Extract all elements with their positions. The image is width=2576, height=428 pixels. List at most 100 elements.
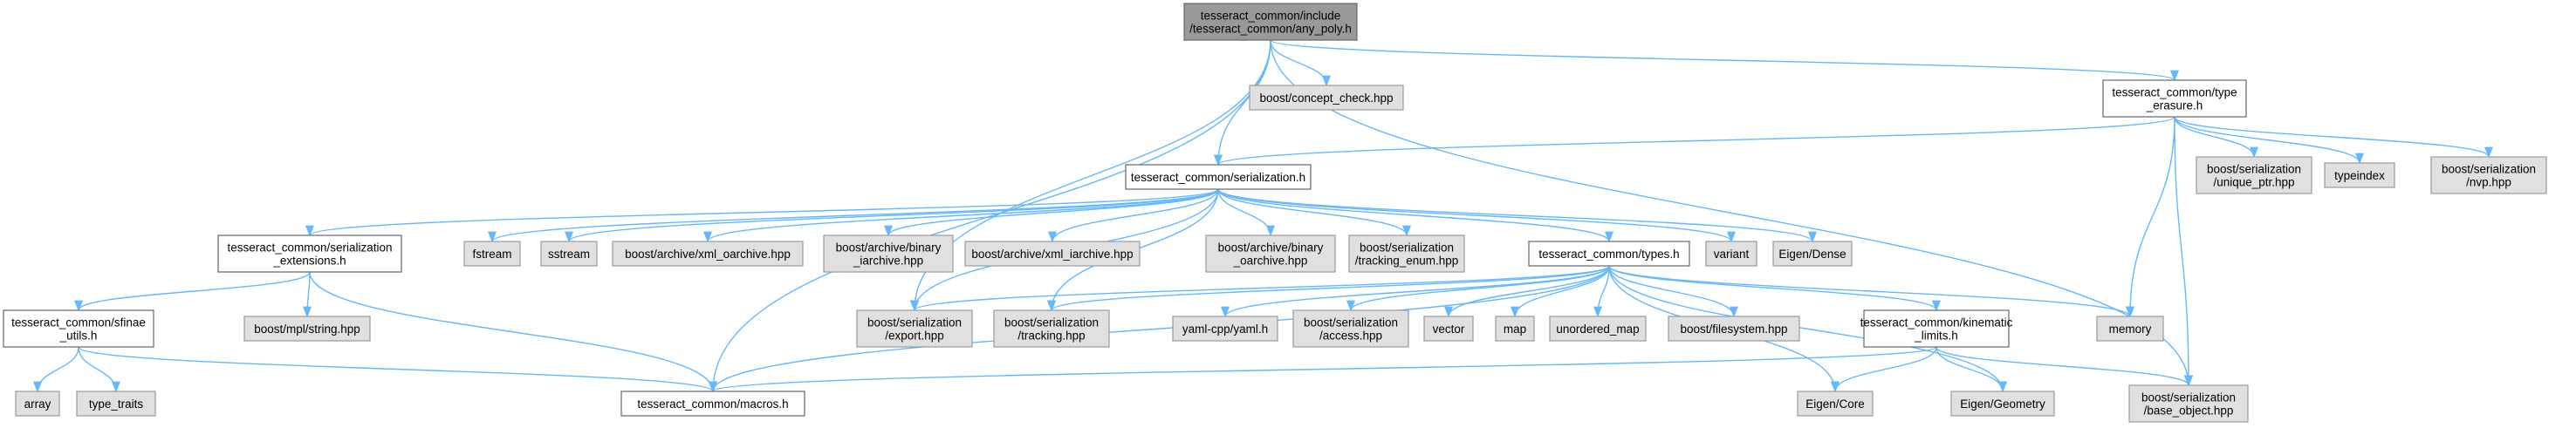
node-fstream: fstream: [463, 241, 521, 267]
dependency-edge-kinematic-to-base_object: [1935, 346, 2193, 387]
dependency-edge-kinematic-to-macros: [709, 346, 1937, 393]
node-type-erasure[interactable]: tesseract_common/type_erasure.h: [2102, 79, 2247, 118]
node-box: [964, 241, 1141, 267]
node-label-line: boost/archive/binary: [836, 241, 942, 255]
node-box: [1172, 316, 1278, 342]
dependency-edge-type_erasure-to-serialization: [1214, 116, 2175, 166]
node-typeindex: typeindex: [2324, 162, 2395, 188]
node-tracking-enum: boost/serialization/tracking_enum.hpp: [1348, 234, 1465, 273]
node-box: [1668, 316, 1800, 342]
node-label-line: _erasure.h: [2146, 99, 2203, 112]
dependency-edge-serialization-to-fstream: [488, 188, 1219, 243]
node-binary-iarchive: boost/archive/binary_iarchive.hpp: [823, 234, 954, 273]
node-label-line: tesseract_common/serialization: [227, 241, 392, 255]
node-label-line: sstream: [548, 248, 590, 261]
node-box: [1549, 316, 1647, 342]
node-serialization[interactable]: tesseract_common/serialization.h: [1125, 164, 1312, 190]
node-label-line: /base_object.hpp: [2144, 404, 2234, 418]
node-label-line: boost/mpl/string.hpp: [254, 323, 360, 336]
dependency-edge-type_erasure-to-base_object: [2174, 116, 2194, 387]
node-label-line: array: [24, 397, 51, 411]
node-yaml: yaml-cpp/yaml.h: [1172, 316, 1278, 342]
dependency-edge-types-to-ser_export: [910, 265, 1610, 312]
node-label-line: _oarchive.hpp: [1233, 255, 1308, 268]
node-label-line: Eigen/Dense: [1778, 248, 1846, 261]
node-vector: vector: [1423, 316, 1474, 342]
dependency-edge-any_poly-to-concept_check: [1270, 39, 1332, 87]
dependency-edge-types-to-ser_tracking: [1047, 265, 1610, 312]
dependency-edge-serialization-to-ser_ext: [305, 188, 1219, 237]
dependency-edge-serialization-to-xml_oarchive: [703, 188, 1219, 243]
node-sfinae[interactable]: tesseract_common/sfinae_utils.h: [3, 309, 154, 348]
node-macros[interactable]: tesseract_common/macros.h: [620, 391, 805, 417]
node-box: [1863, 309, 2010, 348]
dependency-edge-serialization-to-binary_iarchive: [884, 188, 1219, 237]
node-label-line: boost/concept_check.hpp: [1259, 92, 1393, 105]
node-box: [1423, 316, 1474, 342]
node-concept-check: boost/concept_check.hpp: [1249, 85, 1404, 111]
node-label-line: tesseract_common/sfinae: [11, 316, 146, 329]
dependency-edge-sfinae-to-array: [32, 346, 79, 393]
node-label-line: boost/serialization: [1004, 316, 1099, 329]
node-label-line: _utils.h: [59, 329, 98, 343]
dependency-edge-serialization-to-xml_iarchive: [1048, 188, 1219, 243]
node-sstream: sstream: [540, 241, 598, 267]
dependency-edge-ser_ext-to-mpl_string: [302, 271, 312, 318]
dependency-edge-ser_ext-to-macros: [309, 271, 717, 393]
node-label-line: tesseract_common/serialization.h: [1131, 171, 1305, 184]
node-map: map: [1495, 316, 1535, 342]
node-box: [1249, 85, 1404, 111]
node-label-line: /export.hpp: [885, 329, 944, 343]
node-label-line: /access.hpp: [1319, 329, 1382, 343]
node-box: [612, 241, 804, 267]
dependency-edge-types-to-unordered_map: [1593, 265, 1610, 318]
dependency-edge-kinematic-to-eigen_core: [1831, 346, 1937, 393]
node-type-traits: type_traits: [76, 391, 156, 417]
dependency-edge-types-to-kinematic: [1608, 265, 1941, 312]
node-box: [856, 309, 973, 348]
node-label-line: tesseract_common/kinematic: [1860, 316, 2013, 329]
node-label-line: boost/serialization: [1360, 241, 1454, 255]
node-label-line: /unique_ptr.hpp: [2213, 176, 2294, 189]
node-label-line: tesseract_common/macros.h: [637, 397, 788, 411]
node-layer: tesseract_common/include/tesseract_commo…: [3, 3, 2547, 423]
node-filesystem: boost/filesystem.hpp: [1668, 316, 1800, 342]
dependency-edge-types-to-filesystem: [1608, 265, 1738, 318]
node-ser-ext[interactable]: tesseract_common/serialization_extension…: [217, 234, 402, 273]
node-label-line: map: [1504, 323, 1526, 336]
dependency-edge-sfinae-to-macros: [78, 346, 717, 393]
node-label-line: boost/serialization: [2141, 391, 2236, 404]
node-label-line: tesseract_common/type: [2112, 86, 2237, 99]
node-ser-tracking: boost/serialization/tracking.hpp: [993, 309, 1110, 348]
dependency-edge-type_erasure-to-memory: [2125, 116, 2175, 318]
dependency-edge-types-to-vector: [1444, 265, 1610, 318]
dependency-edge-types-to-memory: [1608, 265, 2134, 318]
node-box: [1205, 234, 1336, 273]
node-types[interactable]: tesseract_common/types.h: [1528, 241, 1690, 267]
dependency-edge-types-to-macros: [709, 265, 1610, 393]
dependency-edge-types-to-ser_access: [1346, 265, 1610, 312]
node-label-line: /tesseract_common/any_poly.h: [1189, 23, 1352, 36]
node-label-line: yaml-cpp/yaml.h: [1182, 323, 1268, 336]
node-memory: memory: [2096, 316, 2164, 342]
node-binary-oarchive: boost/archive/binary_oarchive.hpp: [1205, 234, 1336, 273]
node-label-line: _iarchive.hpp: [853, 255, 923, 268]
node-mpl-string: boost/mpl/string.hpp: [243, 316, 371, 342]
node-label-line: type_traits: [89, 397, 144, 411]
node-label-line: Eigen/Core: [1805, 397, 1865, 411]
node-kinematic[interactable]: tesseract_common/kinematic_limits.h: [1860, 309, 2013, 348]
node-array: array: [15, 391, 60, 417]
node-label-line: typeindex: [2334, 169, 2385, 182]
node-box: [217, 234, 402, 273]
node-label-line: boost/serialization: [2207, 163, 2301, 176]
node-any-poly[interactable]: tesseract_common/include/tesseract_commo…: [1183, 3, 1358, 41]
node-box: [1495, 316, 1535, 342]
node-eigen-geometry: Eigen/Geometry: [1950, 391, 2055, 417]
node-label-line: boost/archive/xml_iarchive.hpp: [971, 248, 1133, 261]
node-label-line: vector: [1433, 323, 1465, 336]
node-label-line: boost/serialization: [2442, 163, 2536, 176]
dependency-edge-kinematic-to-eigen_geometry: [1935, 346, 2008, 393]
dependency-edge-types-to-map: [1511, 265, 1610, 318]
node-label-line: boost/archive/binary: [1218, 241, 1324, 255]
node-label-line: tesseract_common/include: [1201, 10, 1341, 23]
